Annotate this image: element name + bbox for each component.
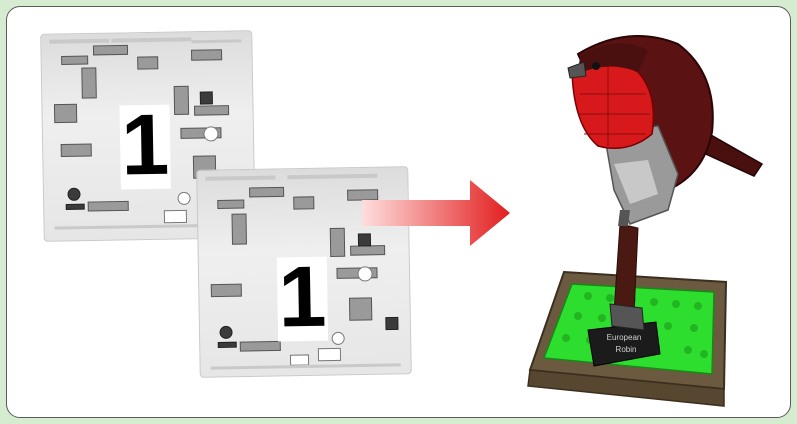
- plaque-line-2: Robin: [616, 345, 637, 354]
- arrow-right-icon: [362, 180, 512, 250]
- bag-number-label: 1: [277, 257, 328, 342]
- robin-model-icon: European Robin: [518, 14, 778, 414]
- plaque-line-1: European: [607, 333, 642, 342]
- bag-number-label: 1: [119, 105, 170, 190]
